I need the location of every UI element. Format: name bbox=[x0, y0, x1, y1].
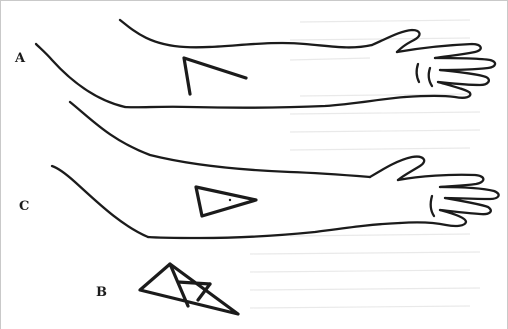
arm-c-outline bbox=[52, 102, 499, 238]
panel-label-c: C bbox=[19, 200, 29, 213]
panel-label-b: B bbox=[96, 286, 107, 299]
triangle-a-marking bbox=[184, 58, 246, 94]
triangle-b-diagram bbox=[140, 264, 238, 314]
panel-label-a: A bbox=[15, 52, 25, 65]
background-texture bbox=[250, 20, 480, 308]
triangle-c-marking bbox=[196, 187, 256, 216]
